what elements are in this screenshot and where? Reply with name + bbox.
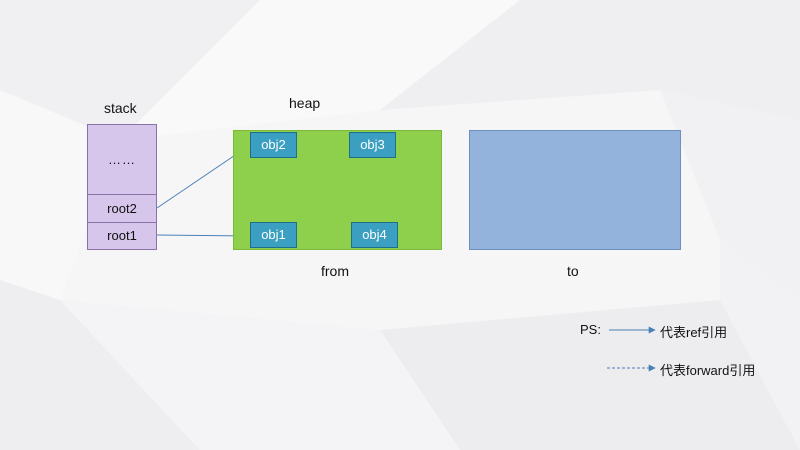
heap-label: heap — [289, 95, 321, 111]
to-label: to — [567, 263, 579, 279]
to-space — [469, 130, 681, 250]
legend-ref-text: 代表ref引用 — [660, 325, 728, 340]
stack-cell-root2: root2 — [88, 195, 156, 223]
obj4-box: obj4 — [351, 222, 398, 248]
legend-prefix: PS: — [580, 322, 601, 337]
obj2-box: obj2 — [250, 132, 297, 158]
obj3-box: obj3 — [349, 132, 396, 158]
stack-cell-root1: root1 — [107, 228, 137, 243]
obj1-box: obj1 — [250, 222, 297, 248]
from-label: from — [321, 263, 349, 279]
stack-box: …… root2 root1 — [87, 124, 157, 250]
stack-label: stack — [104, 100, 137, 116]
legend-forward-text: 代表forward引用 — [660, 363, 756, 378]
stack-cell-ellipsis: …… — [88, 125, 156, 195]
